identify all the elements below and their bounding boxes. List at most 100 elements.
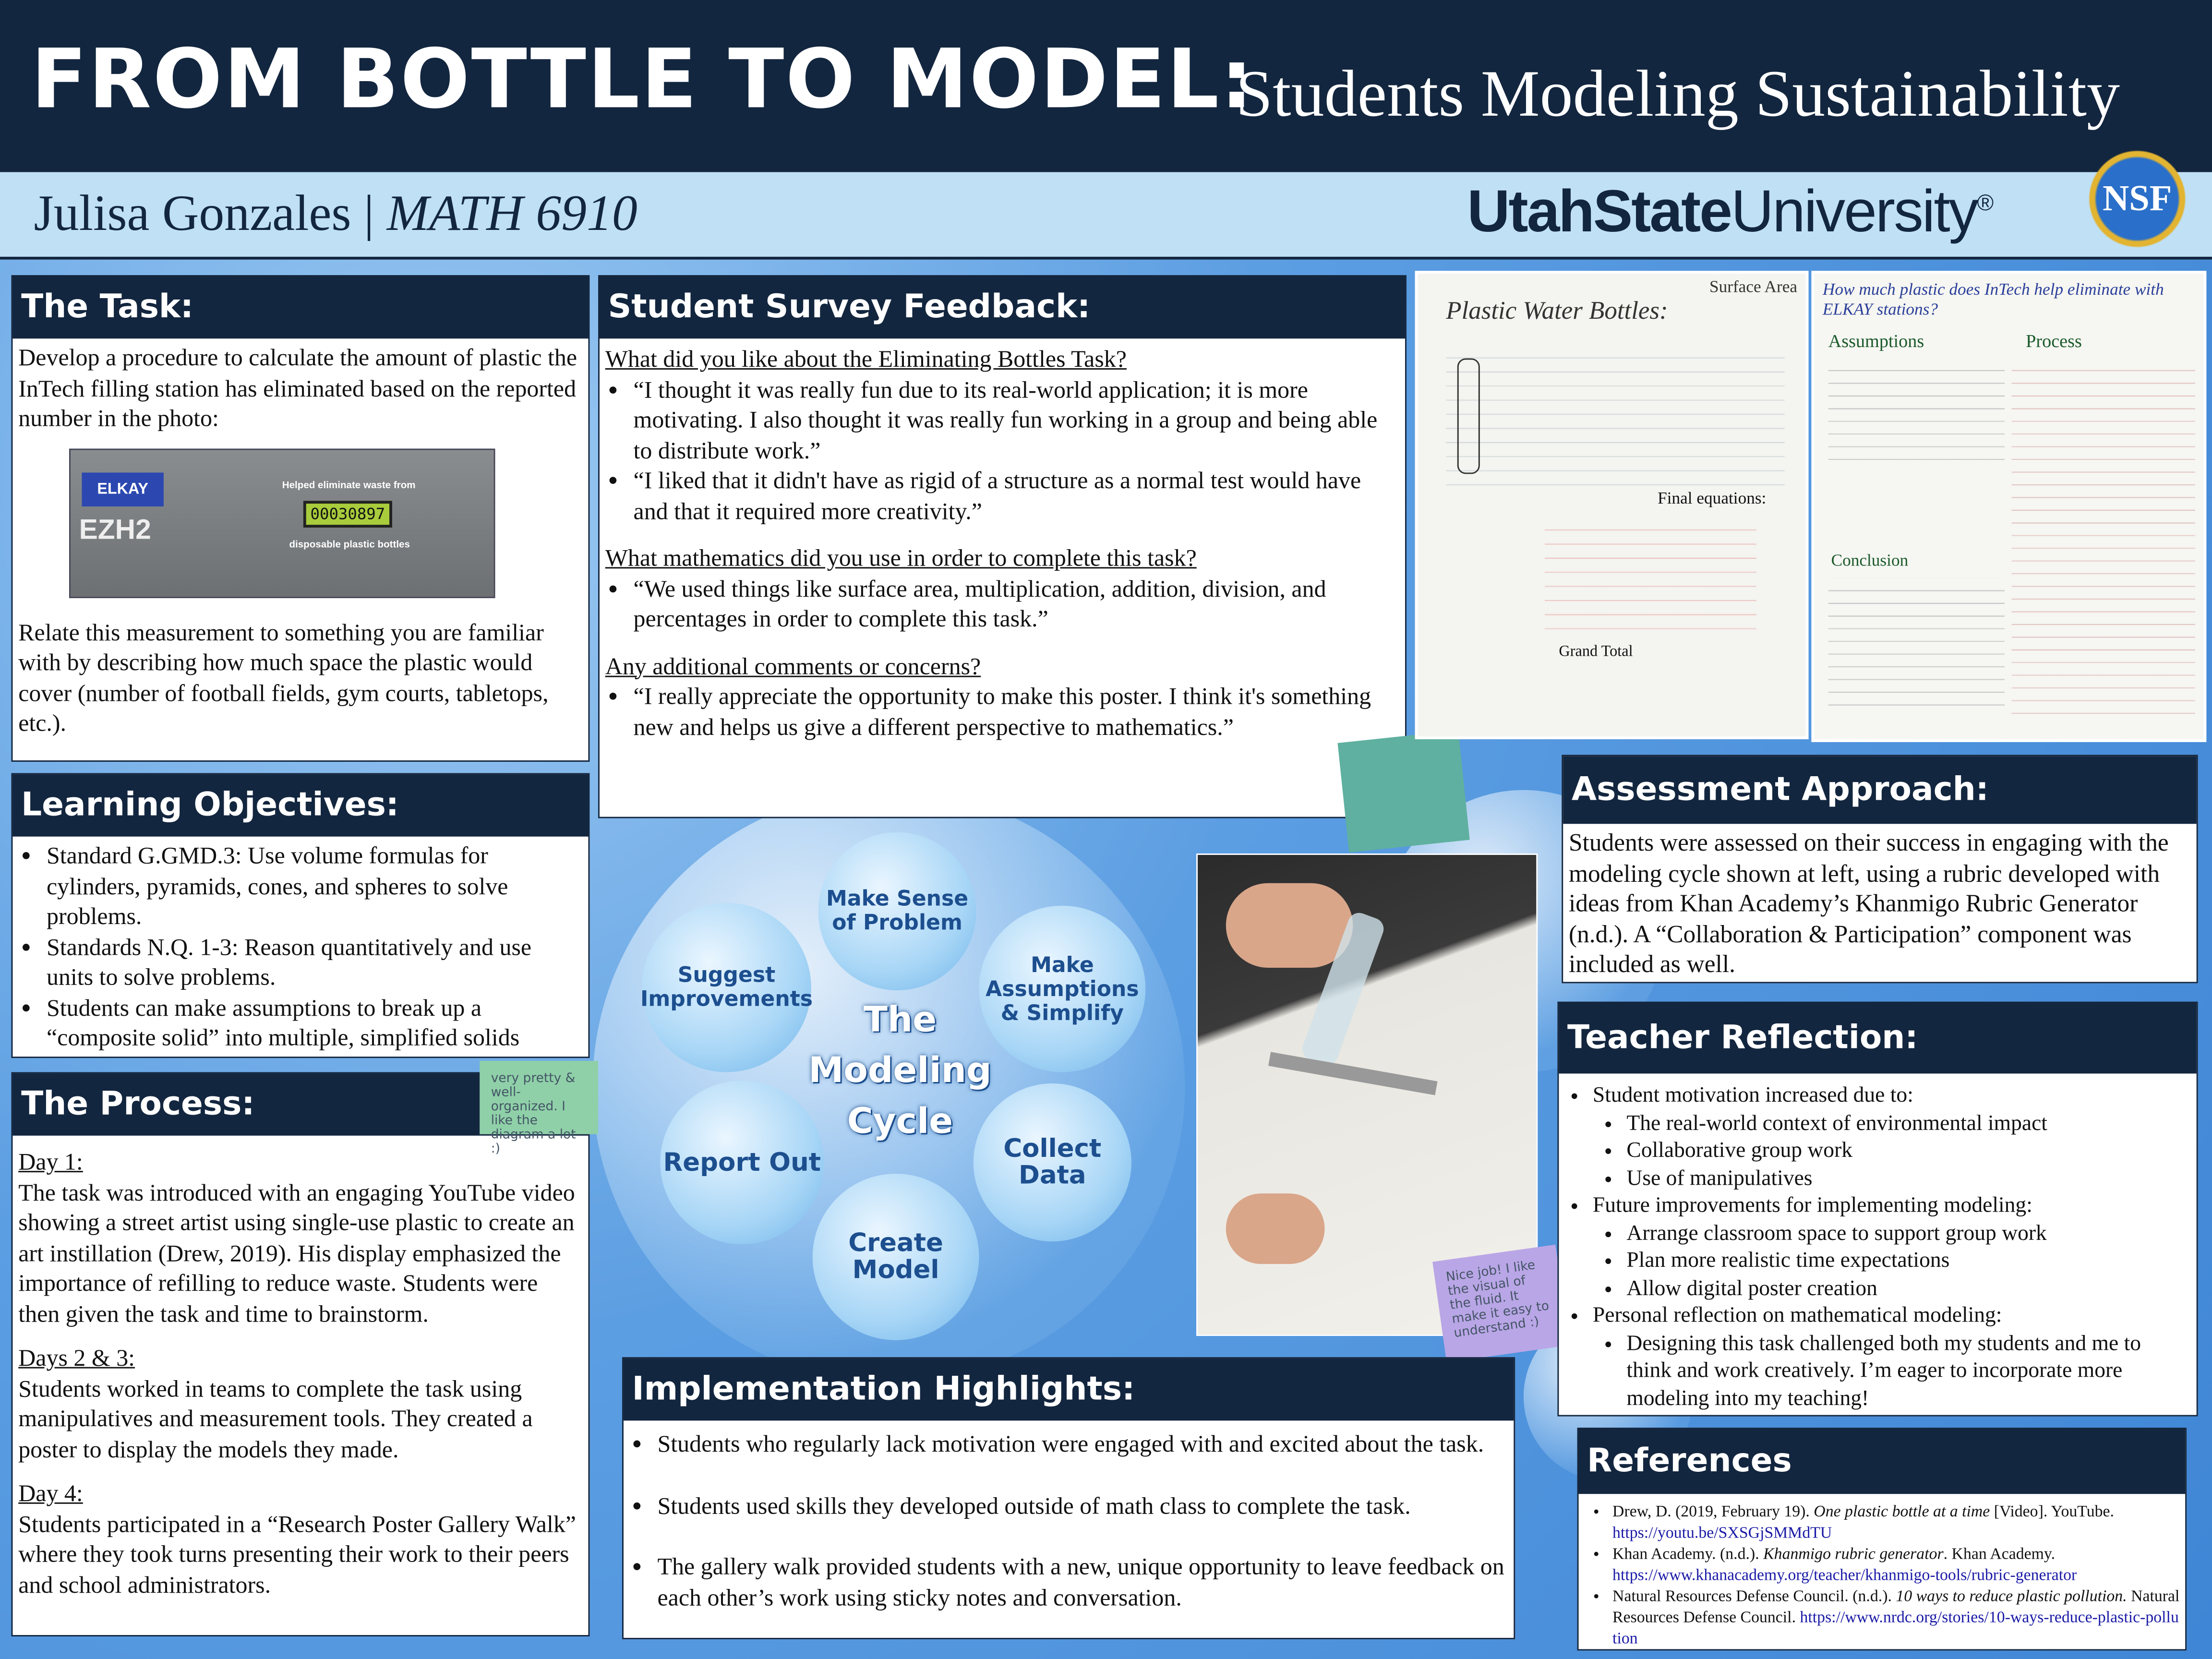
sticky-note: very pretty & well-organized. I like the… <box>480 1060 599 1157</box>
reference-link[interactable]: https://www.nrdc.org/stories/10-ways-red… <box>1612 1610 2179 1648</box>
assessment-text: Students were assessed on their success … <box>1568 828 2169 978</box>
task-description: Develop a procedure to calculate the amo… <box>18 344 577 432</box>
text: Future improvements for implementing mod… <box>1592 1193 2032 1218</box>
text: Arrange classroom space to support group… <box>1593 1220 2191 1302</box>
text: Student motivation increased due to: <box>1592 1083 1913 1107</box>
panel-title: Learning Objectives: <box>12 774 589 837</box>
survey-panel: Student Survey Feedback: What did you li… <box>598 275 1407 818</box>
survey-answer: “We used things like surface area, multi… <box>634 574 1400 634</box>
task-relate: Relate this measurement to something you… <box>18 618 549 737</box>
text: The real-world context of environmental … <box>1593 1109 2191 1192</box>
reflection-panel: Teacher Reflection: Student motivation i… <box>1557 1001 2198 1417</box>
text: Days 2 & 3:Students worked in teams to c… <box>18 1343 583 1465</box>
list-item: Arrange classroom space to support group… <box>1626 1220 2191 1247</box>
list-item: Plan more realistic time expectations <box>1626 1247 2191 1274</box>
process-text: The task was introduced with an engaging… <box>18 1178 575 1327</box>
highlight-item: Students used skills they developed outs… <box>657 1491 1508 1521</box>
filling-station-photo: ELKAY EZH2 Helped eliminate waste from 0… <box>69 448 495 598</box>
cycle-center-title: The Modeling Cycle <box>808 998 992 1142</box>
ezh2-logo: EZH2 <box>79 514 151 545</box>
implementation-panel: Implementation Highlights: Students who … <box>622 1357 1515 1639</box>
student-poster-photo-2: How much plastic does InTech help elimin… <box>1811 271 2207 742</box>
objective-item: Standards N.Q. 1-3: Reason quantitativel… <box>47 932 583 992</box>
poster-title: FROM BOTTLE TO MODEL: <box>31 31 1255 127</box>
list-item: Student motivation increased due to:The … <box>1593 1082 2191 1192</box>
survey-answer: “I really appreciate the opportunity to … <box>634 681 1400 742</box>
list-item: Designing this task challenged both my s… <box>1626 1330 2191 1412</box>
text: Conclusion <box>1831 550 1909 570</box>
text: ® <box>1977 192 1994 216</box>
text: Students who regularly lack motivation w… <box>629 1429 1508 1612</box>
task-panel: The Task: Develop a procedure to calcula… <box>11 275 590 762</box>
reference-link[interactable]: https://youtu.be/SXSGjSMMdTU <box>1612 1525 1832 1542</box>
text: 10 ways to reduce plastic pollution. <box>1896 1588 2127 1606</box>
text: Process <box>2026 330 2082 351</box>
text: disposable plastic bottles <box>289 540 410 550</box>
text: Student motivation increased due to:The … <box>1559 1073 2196 1416</box>
text: Surface Area <box>1709 276 1798 297</box>
author-line: Julisa Gonzales | MATH 6910 <box>34 183 637 242</box>
survey-question: What mathematics did you use in order to… <box>605 544 1197 572</box>
cycle-step-make-sense: Make Sense of Problem <box>818 832 976 991</box>
text: Khanmigo rubric generator <box>1763 1546 1944 1563</box>
objectives-panel: Learning Objectives: Standard G.GMD.3: U… <box>11 773 590 1058</box>
panel-title: Student Survey Feedback: <box>599 276 1406 339</box>
text: UtahState <box>1467 178 1732 244</box>
sticky-note: Nice job! I like the visual of the fluid… <box>1432 1244 1570 1363</box>
text: Personal reflection on mathematical mode… <box>1592 1303 2002 1328</box>
cycle-step-suggest-improvements: Suggest Improvements <box>640 902 813 1072</box>
reference-item: Drew, D. (2019, February 19). One plasti… <box>1612 1503 2179 1545</box>
text: Students were assessed on their success … <box>1563 824 2197 998</box>
process-text: Students participated in a “Research Pos… <box>18 1510 576 1598</box>
objective-item: Standard G.GMD.3: Use volume formulas fo… <box>47 841 583 932</box>
text <box>2011 358 2195 714</box>
process-panel: The Process: Day 1:The task was introduc… <box>11 1072 590 1637</box>
author-name: Julisa Gonzales | <box>34 184 387 241</box>
process-text: Students worked in teams to complete the… <box>18 1374 533 1463</box>
text: Day 1:The task was introduced with an en… <box>12 1136 588 1618</box>
text: Standard G.GMD.3: Use volume formulas fo… <box>12 837 588 1058</box>
reference-item: Khan Academy. (n.d.). Khanmigo rubric ge… <box>1612 1545 2179 1587</box>
reference-link[interactable]: https://www.khanacademy.org/teacher/khan… <box>1612 1567 2077 1585</box>
sticky-note <box>1337 730 1470 853</box>
text: Drew, D. (2019, February 19). One plasti… <box>1584 1503 2179 1651</box>
text: Natural Resources Defense Council. <box>1612 1588 2180 1627</box>
poster-subtitle: Students Modeling Sustainability <box>1236 58 2120 132</box>
text: Day 1:The task was introduced with an en… <box>18 1147 583 1329</box>
survey-question: Any additional comments or concerns? <box>605 652 981 680</box>
panel-title: Teacher Reflection: <box>1559 1003 2197 1074</box>
course-code: MATH 6910 <box>386 184 637 241</box>
author-band: Julisa Gonzales | MATH 6910 UtahStateUni… <box>0 146 2212 260</box>
text: Natural Resources Defense Council. (n.d.… <box>1612 1588 1896 1606</box>
objective-item: Students can make assumptions to break u… <box>47 992 583 1053</box>
student-poster-photo-1: Plastic Water Bottles: Surface Area Fina… <box>1415 271 1809 739</box>
list-item: The real-world context of environmental … <box>1626 1109 2191 1137</box>
text: What mathematics did you use in order to… <box>605 543 1400 573</box>
process-heading: Day 1: <box>18 1148 83 1176</box>
process-heading: Day 4: <box>18 1479 83 1507</box>
text: Develop a procedure to calculate the amo… <box>12 338 588 757</box>
text: One plastic bottle at a time <box>1814 1503 1990 1521</box>
list-item: Use of manipulatives <box>1626 1165 2191 1192</box>
text: Grand Total <box>1559 643 1633 661</box>
text: Drew, D. (2019, February 19). <box>1612 1503 1814 1521</box>
panel-title: Assessment Approach: <box>1563 756 2197 824</box>
text: Student motivation increased due to:The … <box>1564 1082 2191 1412</box>
text: “I thought it was really fun due to its … <box>605 374 1400 526</box>
text: Drew, D. (2019, February 19). One plasti… <box>1579 1494 2186 1655</box>
text: [Video]. YouTube. <box>1990 1503 2115 1521</box>
text: Plastic Water Bottles: <box>1446 296 1668 325</box>
text: Standard G.GMD.3: Use volume formulas fo… <box>18 841 583 1053</box>
survey-answer: “I thought it was really fun due to its … <box>634 374 1400 466</box>
survey-question: What did you like about the Eliminating … <box>605 346 1127 373</box>
text <box>1828 358 2005 471</box>
text: “I really appreciate the opportunity to … <box>605 681 1400 742</box>
cycle-step-create-model: Create Model <box>812 1174 979 1340</box>
assessment-panel: Assessment Approach: Students were asses… <box>1562 755 2198 984</box>
highlight-item: The gallery walk provided students with … <box>657 1552 1508 1612</box>
text: Khan Academy. (n.d.). <box>1612 1546 1764 1563</box>
text: “We used things like surface area, multi… <box>605 574 1400 634</box>
text: Students who regularly lack motivation w… <box>624 1420 1514 1616</box>
list-item: Allow digital poster creation <box>1626 1274 2191 1302</box>
